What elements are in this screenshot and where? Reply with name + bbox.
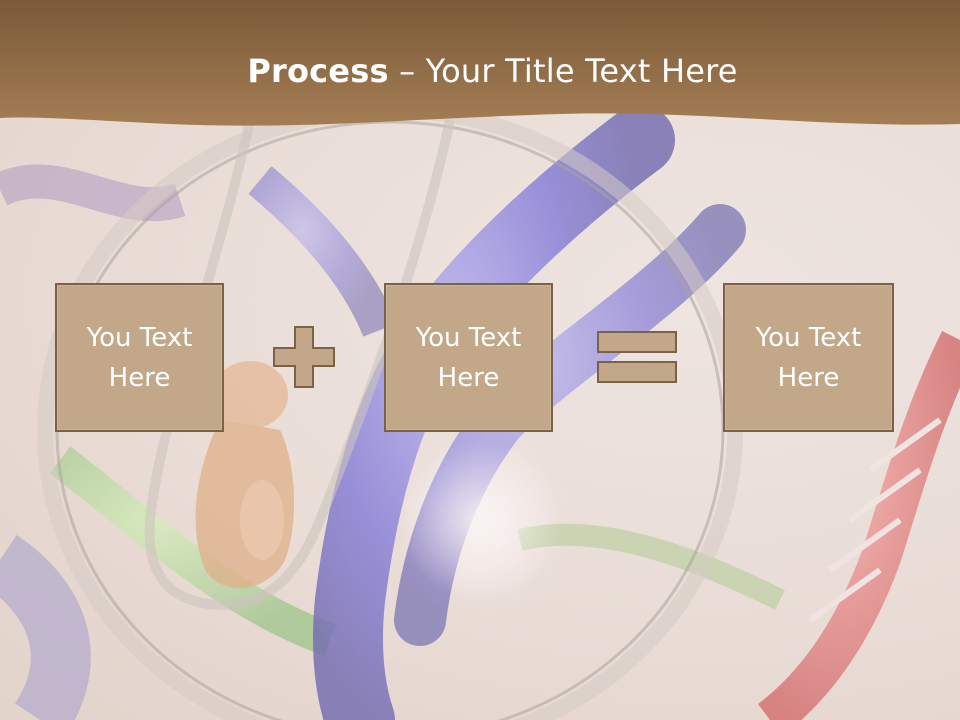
process-box-2[interactable]: You Text Here [384,283,553,432]
slide-title-rest: – Your Title Text Here [388,52,738,90]
equals-icon [597,331,677,383]
slide-title-bold: Process [247,52,389,90]
slide-title: Process – Your Title Text Here [0,52,960,90]
process-box-1[interactable]: You Text Here [55,283,224,432]
title-banner: Process – Your Title Text Here [0,0,960,140]
process-box-2-text: You Text Here [415,322,522,393]
process-box-3[interactable]: You Text Here [723,283,894,432]
plus-icon [273,326,335,388]
process-box-3-text: You Text Here [755,322,862,393]
process-box-1-text: You Text Here [86,322,193,393]
